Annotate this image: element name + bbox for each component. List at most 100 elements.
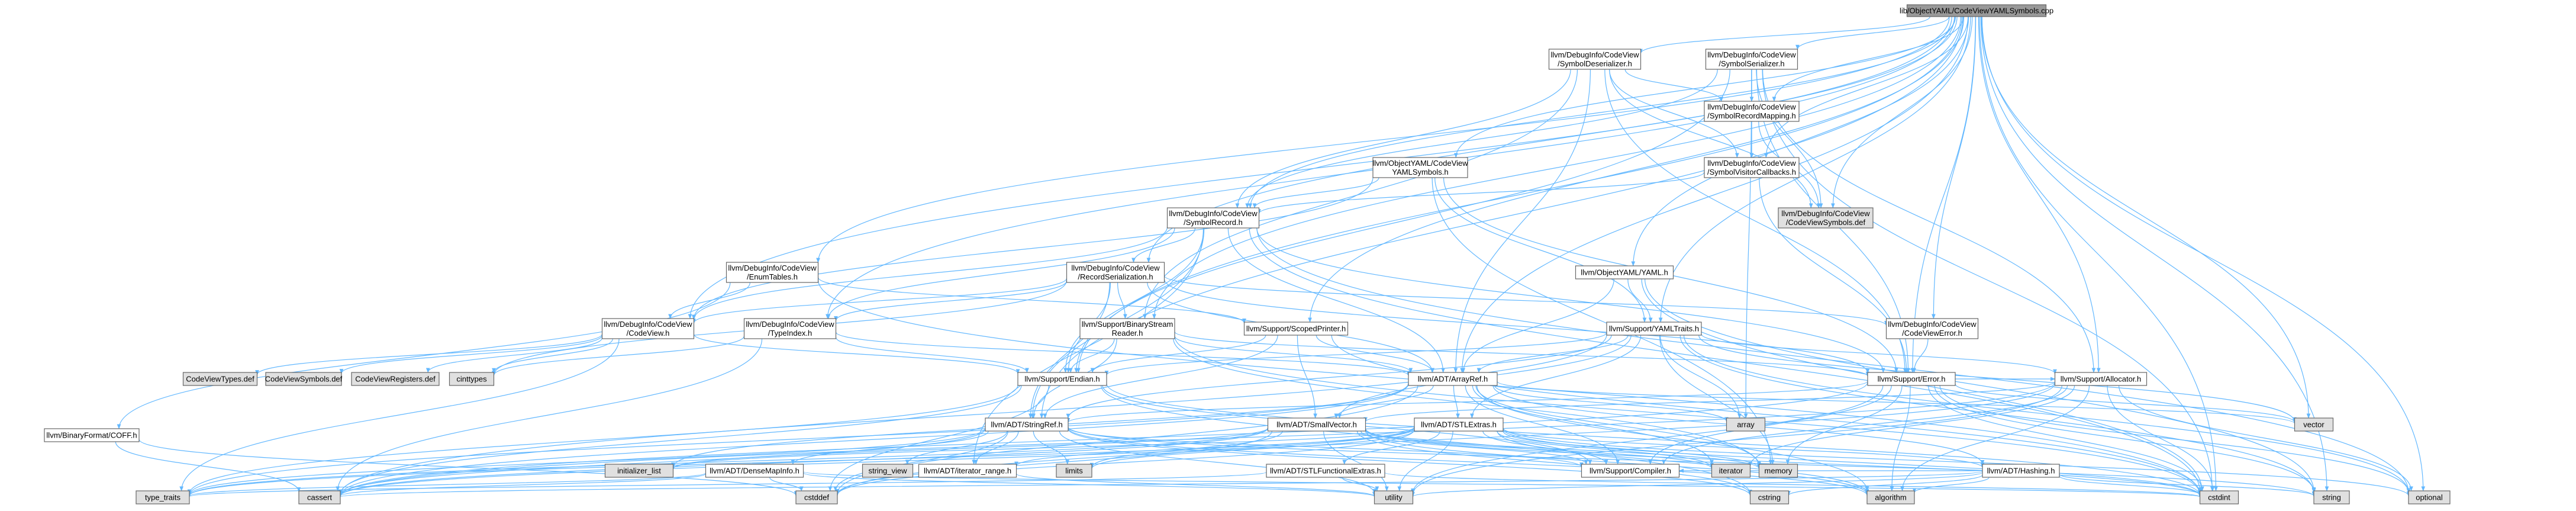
node-cvtypesdef[interactable]: CodeViewTypes.def (182, 372, 258, 386)
node-endian[interactable]: llvm/Support/Endian.h (1017, 372, 1107, 386)
node-smallvec[interactable]: llvm/ADT/SmallVector.h (1267, 417, 1366, 432)
node-symrecmap[interactable]: llvm/DebugInfo/CodeView/SymbolRecordMapp… (1704, 101, 1800, 122)
edge-root-to-string (1980, 16, 2329, 491)
edge-scoped-to-smallvec (1297, 335, 1317, 419)
node-optional[interactable]: optional (2408, 490, 2451, 504)
node-label: llvm/Support/YAMLTraits.h (1609, 324, 1699, 333)
node-yamltraits[interactable]: llvm/Support/YAMLTraits.h (1606, 322, 1702, 336)
node-recser[interactable]: llvm/DebugInfo/CodeView/RecordSerializat… (1066, 262, 1165, 283)
node-hashing[interactable]: llvm/ADT/Hashing.h (1982, 464, 2060, 478)
edge-root-to-endian (1076, 16, 1962, 373)
edge-bsr-to-memory (1173, 338, 1761, 467)
node-label: memory (1765, 467, 1792, 475)
node-cvsymdef[interactable]: llvm/DebugInfo/CodeView/CodeViewSymbols.… (1778, 207, 1874, 229)
edge-arrayref-to-smallvec (1334, 385, 1434, 419)
edge-yamltraits-to-stringref (1066, 335, 1612, 419)
edge-smallvec-to-cassert (338, 428, 1269, 497)
edge-typeidx-to-arrayref (835, 332, 1411, 377)
node-coff[interactable]: llvm/BinaryFormat/COFF.h (44, 428, 140, 442)
node-label: /RecordSerialization.h (1078, 272, 1153, 281)
node-scoped[interactable]: llvm/Support/ScopedPrinter.h (1243, 322, 1349, 336)
node-stlfunc[interactable]: llvm/ADT/STLFunctionalExtras.h (1266, 464, 1385, 478)
node-root[interactable]: lib/ObjectYAML/CodeViewYAMLSymbols.cpp (1900, 4, 2053, 17)
node-typeidx[interactable]: llvm/DebugInfo/CodeView/TypeIndex.h (743, 318, 837, 339)
edge-stlextras-to-cassert (338, 427, 1415, 497)
node-alloc[interactable]: llvm/Support/Allocator.h (2054, 372, 2148, 386)
edge-scoped-to-cstdint (1331, 335, 2202, 494)
edge-stringref-to-densemap (791, 430, 989, 465)
node-densemap[interactable]: llvm/ADT/DenseMapInfo.h (705, 464, 804, 478)
node-label: /SymbolRecord.h (1184, 218, 1243, 227)
edge-endian-to-cstring (1101, 385, 1752, 495)
node-cverr[interactable]: llvm/DebugInfo/CodeView/CodeViewError.h (1885, 318, 1979, 339)
node-symrec[interactable]: llvm/DebugInfo/CodeView/SymbolRecord.h (1166, 207, 1260, 229)
node-box (1749, 490, 1790, 504)
node-box (182, 372, 258, 386)
node-cvregdef[interactable]: CodeViewRegisters.def (351, 372, 440, 386)
edge-yamlsym-to-symrec (1252, 177, 1379, 208)
node-cstdint[interactable]: cstdint (2199, 490, 2239, 504)
node-cstring[interactable]: cstring (1749, 490, 1790, 504)
edge-scoped-to-arrayref (1316, 335, 1435, 373)
node-typetraits[interactable]: type_traits (136, 490, 190, 504)
node-iterator[interactable]: iterator (1711, 464, 1751, 478)
node-symser[interactable]: llvm/DebugInfo/CodeView/SymbolSerializer… (1705, 49, 1798, 70)
node-box (2294, 417, 2334, 432)
edge-stringref-to-stringview (905, 430, 1008, 465)
node-box (1758, 464, 1798, 478)
edge-superr-to-stringref (1066, 381, 1868, 423)
node-initlist[interactable]: initializer_list (604, 464, 674, 478)
node-cvsymsdef[interactable]: CodeViewSymbols.def (265, 372, 343, 386)
edge-smallvec-to-memory (1365, 429, 1761, 470)
node-label: llvm/DebugInfo/CodeView (1550, 50, 1639, 59)
node-objyaml[interactable]: llvm/ObjectYAML/YAML.h (1575, 265, 1674, 279)
node-box (1079, 318, 1175, 339)
node-cinttypes[interactable]: cinttypes (449, 372, 495, 386)
node-array[interactable]: array (1726, 417, 1766, 432)
node-stringview[interactable]: string_view (862, 464, 914, 478)
node-stringref[interactable]: llvm/ADT/StringRef.h (985, 417, 1069, 432)
edge-densemap-to-utility (802, 472, 1376, 497)
node-vector[interactable]: vector (2294, 417, 2334, 432)
node-cstddef[interactable]: cstddef (795, 490, 838, 504)
node-string[interactable]: string (2313, 490, 2350, 504)
node-label: /SymbolVisitorCallbacks.h (1707, 168, 1796, 176)
node-compiler[interactable]: llvm/Support/Compiler.h (1581, 464, 1680, 478)
node-algorithm[interactable]: algorithm (1866, 490, 1915, 504)
node-stlextras[interactable]: llvm/ADT/STLExtras.h (1414, 417, 1504, 432)
edge-bsr-to-arrayref (1174, 336, 1413, 373)
node-yamlsym[interactable]: llvm/ObjectYAML/CodeViewYAMLSymbols.h (1372, 157, 1468, 178)
edge-yamltraits-to-stlextras (1470, 335, 1642, 419)
node-box (1866, 490, 1915, 504)
edge-yamltraits-to-optional (1683, 335, 2411, 494)
edge-bsr-to-endian (1068, 338, 1115, 373)
edge-stlextras-to-iterator (1497, 430, 1714, 468)
edge-stringref-to-compiler (1068, 427, 1584, 468)
node-box (1374, 490, 1414, 504)
edge-enumtab-to-scoped (817, 277, 1246, 324)
node-arrayref[interactable]: llvm/ADT/ArrayRef.h (1408, 372, 1498, 386)
node-limits[interactable]: limits (1056, 464, 1092, 478)
node-label: iterator (1719, 467, 1743, 475)
node-label: llvm/ADT/STLFunctionalExtras.h (1270, 467, 1381, 475)
node-label: llvm/DebugInfo/CodeView (1888, 320, 1977, 329)
edge-cvh-to-cvregdef (425, 338, 603, 373)
node-utility[interactable]: utility (1374, 490, 1414, 504)
edge-smallvec-to-algorithm (1365, 430, 1869, 495)
node-enumtab[interactable]: llvm/DebugInfo/CodeView/EnumTables.h (726, 262, 819, 283)
node-label: llvm/DebugInfo/CodeView (1071, 263, 1160, 272)
node-cassert[interactable]: cassert (298, 490, 341, 504)
node-iterrange[interactable]: llvm/ADT/iterator_range.h (918, 464, 1017, 478)
node-superr[interactable]: llvm/Support/Error.h (1867, 372, 1956, 386)
node-memory[interactable]: memory (1758, 464, 1798, 478)
node-label: CodeViewSymbols.def (265, 375, 343, 384)
edge-superr-to-vector (1955, 384, 2297, 423)
node-label: llvm/ADT/StringRef.h (991, 420, 1062, 429)
node-cvh[interactable]: llvm/DebugInfo/CodeView/CodeView.h (601, 318, 695, 339)
node-label: llvm/ADT/DenseMapInfo.h (710, 467, 799, 475)
node-box (1267, 417, 1366, 432)
node-symvis[interactable]: llvm/DebugInfo/CodeView/SymbolVisitorCal… (1704, 157, 1800, 178)
node-symdeser[interactable]: llvm/DebugInfo/CodeView/SymbolDeserializ… (1548, 49, 1642, 70)
node-box (1017, 372, 1107, 386)
